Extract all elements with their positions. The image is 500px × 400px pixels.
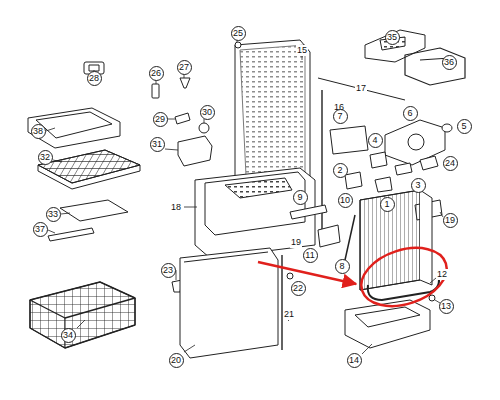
callout-number: 26 bbox=[149, 66, 164, 81]
callout-number: 31 bbox=[150, 137, 165, 152]
callout-number: 23 bbox=[161, 263, 176, 278]
callout-number: 25 bbox=[231, 26, 246, 41]
callout-number: 20 bbox=[169, 353, 184, 368]
callout-number: 9 bbox=[293, 190, 308, 205]
callout-number: 24 bbox=[443, 156, 458, 171]
callout-number: 32 bbox=[38, 150, 53, 165]
callout-number: 14 bbox=[347, 353, 362, 368]
callout-number: 30 bbox=[200, 105, 215, 120]
callout-number: 21 bbox=[283, 309, 295, 320]
callout-number: 11 bbox=[303, 248, 318, 263]
callout-number: 1 bbox=[380, 197, 395, 212]
callout-number: 3 bbox=[411, 178, 426, 193]
callout-number: 8 bbox=[335, 259, 350, 274]
callout-number: 7 bbox=[333, 109, 348, 124]
callout-number: 19 bbox=[443, 213, 458, 228]
callout-number: 17 bbox=[355, 83, 367, 94]
callout-number: 28 bbox=[87, 71, 102, 86]
callout-number: 22 bbox=[291, 281, 306, 296]
callout-number: 27 bbox=[177, 60, 192, 75]
callout-number: 13 bbox=[439, 299, 454, 314]
callout-number: 35 bbox=[385, 30, 400, 45]
callout-number: 38 bbox=[31, 124, 46, 139]
callout-number: 4 bbox=[368, 133, 383, 148]
callout-number: 2 bbox=[333, 163, 348, 178]
callout-number: 15 bbox=[296, 45, 308, 56]
callout-number: 37 bbox=[33, 222, 48, 237]
callout-number: 12 bbox=[436, 269, 448, 280]
callout-number: 36 bbox=[442, 55, 457, 70]
callout-number: 10 bbox=[338, 193, 353, 208]
callout-number: 29 bbox=[153, 112, 168, 127]
callout-number: 19 bbox=[290, 237, 302, 248]
callout-number: 33 bbox=[46, 207, 61, 222]
callout-number: 5 bbox=[457, 119, 472, 134]
callout-number: 34 bbox=[61, 328, 76, 343]
callout-number: 18 bbox=[170, 202, 182, 213]
callout-number: 6 bbox=[403, 106, 418, 121]
